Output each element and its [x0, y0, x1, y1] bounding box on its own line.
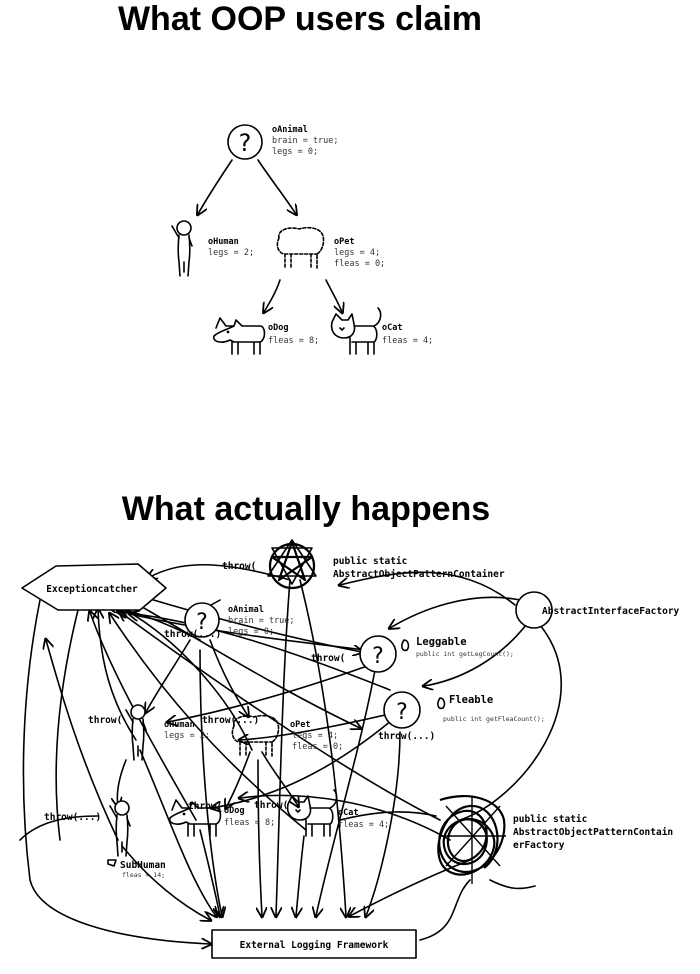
top-cat-figure: oCat fleas = 4;: [330, 307, 433, 355]
interface-factory-node: AbstractInterfaceFactory: [515, 591, 680, 629]
bottom-dog-line1: fleas = 8;: [224, 818, 275, 828]
top-cat-line1: fleas = 4;: [382, 336, 433, 346]
logging-framework-node: External Logging Framework: [211, 929, 417, 959]
bottom-animal-name: oAnimal: [228, 604, 264, 615]
top-animal-node: ? oAnimal brain = true; legs = 0;: [227, 124, 339, 160]
container-line1: public static: [333, 556, 407, 567]
bottom-human-line1: legs = 2;: [164, 731, 210, 741]
fleable-node: ? Fleable public int getFleaCount();: [383, 691, 545, 729]
exception-catcher-node: Exceptioncatcher: [21, 563, 167, 611]
top-pet-line2: fleas = 0;: [334, 259, 385, 269]
throw-label-2: throw(: [311, 653, 345, 664]
throw-label-8: throw(: [254, 800, 288, 811]
throw-label-1: throw(: [222, 561, 256, 572]
bottom-cat-line1: fleas = 4;: [338, 820, 389, 830]
bottom-human-name: oHuman: [164, 720, 195, 730]
bottom-pet-name: oPet: [290, 720, 310, 730]
subhuman-name: SubHuman: [120, 860, 166, 871]
bottom-pet-line2: fleas = 0;: [292, 742, 343, 752]
arrow-animal-human: [198, 159, 233, 214]
leggable-method: public int getLegCount();: [416, 650, 514, 658]
top-pet-line1: legs = 4;: [334, 248, 380, 258]
top-dog-figure: oDog fleas = 8;: [212, 317, 319, 355]
top-animal-line2: legs = 0;: [272, 147, 318, 157]
svg-text:?: ?: [196, 610, 208, 635]
bottom-cat-figure: oCat fleas = 4;: [286, 789, 389, 837]
subhuman-figure: SubHuman fleas = 14;: [107, 800, 166, 879]
svg-text:?: ?: [396, 700, 408, 725]
bottom-pet-line1: legs = 4;: [292, 731, 338, 741]
bottom-dog-figure: oDog fleas = 8;: [168, 799, 275, 837]
top-human-line1: legs = 2;: [208, 248, 254, 258]
top-dog-line1: fleas = 8;: [268, 336, 319, 346]
bottom-animal-node: ? oAnimal brain = true; legs = 0;: [184, 602, 295, 638]
container-factory-line3: erFactory: [513, 840, 565, 851]
throw-label-9: throw(...): [44, 812, 101, 823]
throw-label-7: throw(: [188, 801, 222, 812]
arrow-pet-dog: [264, 279, 281, 312]
top-human-name: oHuman: [208, 237, 239, 247]
top-title: What OOP users claim: [118, 0, 482, 38]
leggable-node: ? Leggable public int getLegCount();: [359, 635, 514, 673]
top-cat-name: oCat: [382, 323, 402, 333]
bottom-dog-name: oDog: [224, 806, 244, 816]
top-animal-name: oAnimal: [272, 124, 308, 135]
pentagram-icon: [268, 542, 316, 590]
top-dog-name: oDog: [268, 323, 288, 333]
top-animal-line1: brain = true;: [272, 136, 339, 146]
svg-text:?: ?: [372, 644, 384, 669]
bottom-animal-line1: brain = true;: [228, 616, 295, 626]
bottom-cat-name: oCat: [338, 808, 358, 818]
tangled-scribble-icon: [437, 795, 506, 884]
logging-framework-label: External Logging Framework: [240, 940, 389, 951]
pattern-container-node: public static AbstractObjectPatternConta…: [267, 539, 505, 590]
throw-label-6: throw(...): [202, 715, 259, 726]
leggable-name: Leggable: [416, 636, 467, 648]
throw-label-4: throw(...): [164, 629, 221, 640]
bottom-human-figure: oHuman legs = 2;: [125, 704, 210, 761]
bottom-pet-figure: oPet legs = 4; fleas = 0;: [231, 714, 343, 757]
subhuman-line1: fleas = 14;: [122, 871, 165, 879]
throw-label-5: throw(: [88, 715, 122, 726]
container-factory-node: public static AbstractObjectPatternConta…: [513, 814, 673, 851]
top-pet-figure: oPet legs = 4; fleas = 0;: [276, 226, 385, 269]
container-factory-line1: public static: [513, 814, 587, 825]
container-line2: AbstractObjectPatternContainer: [333, 569, 505, 580]
throw-label-3: throw(...): [378, 731, 435, 742]
interface-factory-label: AbstractInterfaceFactory: [542, 606, 680, 617]
top-pet-name: oPet: [334, 237, 354, 247]
bottom-title: What actually happens: [122, 490, 490, 528]
fleable-method: public int getFleaCount();: [443, 715, 545, 723]
bottom-animal-line2: legs = 0;: [228, 627, 274, 637]
top-human-figure: oHuman legs = 2;: [171, 220, 254, 277]
question-mark-icon: ?: [239, 129, 252, 157]
fleable-name: Fleable: [449, 694, 493, 706]
exception-catcher-label: Exceptioncatcher: [46, 584, 138, 595]
container-factory-line2: AbstractObjectPatternContain: [513, 827, 673, 838]
arrow-animal-pet: [257, 159, 296, 214]
arrow-pet-cat: [325, 279, 342, 312]
